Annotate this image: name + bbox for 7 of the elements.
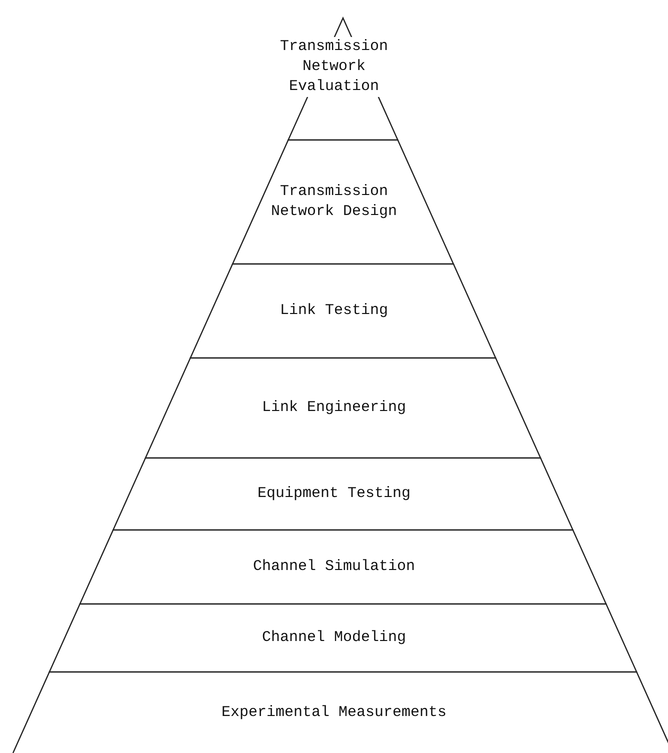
tier-label: Transmission Network Design [270,182,398,222]
tier-label: Channel Simulation [252,557,416,577]
tier-label: Channel Modeling [260,628,408,648]
tier-label: Equipment Testing [256,484,412,504]
tier-label: Link Engineering [260,398,408,418]
tier-label: Experimental Measurements [220,702,448,722]
tier-label: Link Testing [278,301,390,321]
